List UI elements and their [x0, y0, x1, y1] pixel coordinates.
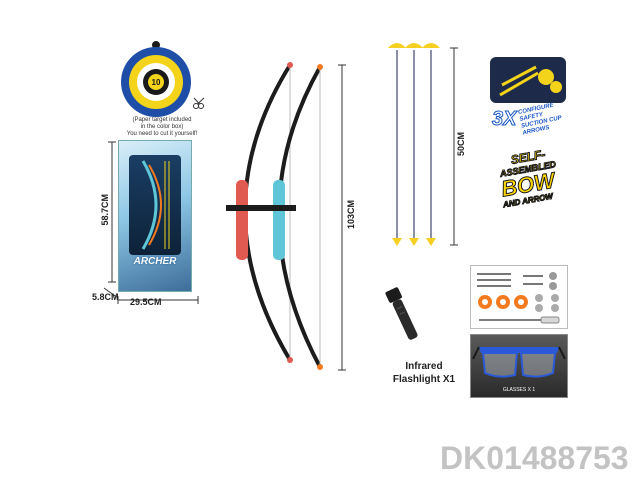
target-bullseye	[148, 74, 164, 90]
parts-graphic	[477, 272, 560, 324]
flashlight-label-line-1: Infrared	[405, 361, 443, 372]
arrow-set	[388, 43, 458, 246]
flashlight-icon	[385, 287, 418, 340]
bow-cyan-limb	[277, 66, 322, 368]
glasses-icon	[472, 346, 566, 378]
package-bow-preview	[141, 160, 170, 250]
promo-arrows-graphic	[490, 57, 566, 103]
package-width-label: 29.5CM	[130, 297, 162, 307]
arrow-length-label: 50CM	[456, 132, 466, 157]
arrow-3	[422, 43, 440, 246]
target-note-line-1: (Paper target included	[132, 117, 192, 123]
bow-grip-band	[226, 205, 296, 211]
arrow-2	[405, 43, 423, 246]
accessory-parts-panel	[470, 265, 568, 329]
suction-cups	[478, 295, 528, 309]
product-code: DK01488753	[440, 440, 629, 476]
screwdriver-handle	[540, 316, 560, 324]
package-brand: ARCHER	[133, 256, 177, 267]
arrow-1	[388, 43, 406, 246]
flashlight-label-line-2: Flashlight X1	[392, 374, 456, 385]
target-note: (Paper target included in the color box)…	[116, 117, 208, 138]
safety-glasses-panel: GLASSES X 1	[470, 334, 568, 398]
target-graphic: 10	[121, 41, 205, 117]
bow-cyan-riser	[273, 180, 285, 260]
glasses-label: GLASSES X 1	[502, 387, 536, 393]
target-center-number: 10	[152, 78, 161, 87]
target-note-line-3: You need to cut it yourself!	[126, 131, 198, 137]
package-window	[129, 155, 181, 255]
flashlight-label: Infrared Flashlight X1	[385, 360, 463, 386]
promo-suction-arrows	[488, 55, 568, 130]
target-hanger	[152, 41, 160, 49]
target-note-line-2: in the color box)	[140, 124, 184, 130]
promo-self-assembled: SELF- ASSEMBLED BOW AND ARROW	[488, 147, 568, 210]
promo-multiplier: 3X	[491, 108, 517, 131]
package-depth-label: 5.8CM	[92, 292, 119, 302]
product-package: ARCHER	[118, 140, 192, 292]
bow-red-riser	[236, 180, 248, 260]
package-dimension-lines	[103, 141, 199, 304]
bow-length-label: 103CM	[346, 200, 356, 230]
bow-set	[226, 62, 346, 371]
scissors-icon	[193, 97, 205, 109]
paper-target: 10	[118, 40, 208, 118]
package-height-label: 58.7CM	[100, 194, 110, 226]
